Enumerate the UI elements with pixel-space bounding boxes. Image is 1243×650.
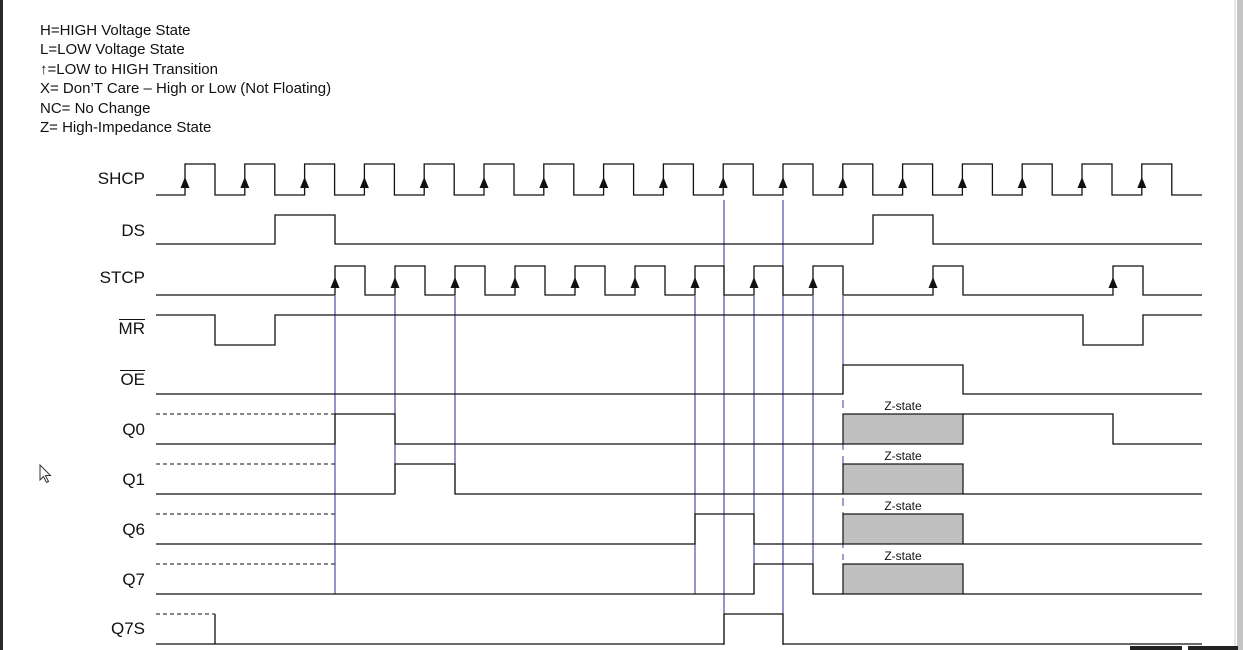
q6-z-state-label: Z-state <box>884 499 922 513</box>
signal-label-ds: DS <box>121 221 145 240</box>
signal-label-stcp: STCP <box>99 268 145 287</box>
shcp-rising-arrow-13 <box>957 177 967 188</box>
stcp-rising-arrow-3 <box>510 277 520 288</box>
legend-transition: ↑=LOW to HIGH Transition <box>40 60 218 78</box>
signal-label-mr: MR <box>118 319 145 338</box>
shcp-rising-arrow-15 <box>1077 177 1087 188</box>
q1-z-state-label: Z-state <box>884 449 922 463</box>
legend-low: L=LOW Voltage State <box>40 41 185 59</box>
ds-waveform <box>156 214 1202 245</box>
q0-waveform-b <box>963 413 1202 445</box>
stcp-rising-arrow-8 <box>808 277 818 288</box>
shcp-rising-arrow-2 <box>300 177 310 188</box>
stcp-rising-arrow-9 <box>928 277 938 288</box>
q1-waveform-a <box>156 463 843 495</box>
stcp-rising-arrow-6 <box>690 277 700 288</box>
signal-label-q7s: Q7S <box>110 619 145 638</box>
q7-waveform-a <box>156 563 843 595</box>
shcp-rising-arrow-11 <box>838 177 848 188</box>
q0-z-state-label: Z-state <box>884 399 922 413</box>
shcp-rising-arrow-7 <box>599 177 609 188</box>
signal-label-q7: Q7 <box>122 570 145 589</box>
shcp-rising-arrow-8 <box>658 177 668 188</box>
mouse-pointer-icon <box>39 464 52 484</box>
stcp-rising-arrow-7 <box>749 277 759 288</box>
shcp-rising-arrow-14 <box>1017 177 1027 188</box>
shcp-rising-arrow-4 <box>419 177 429 188</box>
window-right-edge <box>1237 0 1243 650</box>
shcp-rising-arrow-5 <box>479 177 489 188</box>
q0-waveform-a <box>156 413 843 445</box>
marker-lines <box>334 200 844 645</box>
shcp-rising-arrow-3 <box>359 177 369 188</box>
q6-z-state-box <box>842 513 964 545</box>
signal-label-shcp: SHCP <box>97 169 145 188</box>
shcp-rising-arrow-12 <box>898 177 908 188</box>
window-right-edge-inner <box>1234 0 1236 650</box>
q6-waveform-a <box>156 513 843 545</box>
signal-label-oe: OE <box>120 370 145 389</box>
legend: H=HIGH Voltage State L=LOW Voltage State… <box>40 21 331 137</box>
waveforms <box>156 163 1202 645</box>
stcp-rising-arrow-0 <box>330 277 340 288</box>
shcp-waveform <box>156 163 1202 196</box>
stcp-waveform <box>156 265 1202 296</box>
stcp-rising-arrow-4 <box>570 277 580 288</box>
shcp-rising-arrow-0 <box>180 177 190 188</box>
shcp-rising-arrow-16 <box>1137 177 1147 188</box>
legend-no-change: NC= No Change <box>40 99 151 117</box>
stcp-rising-arrow-1 <box>390 277 400 288</box>
legend-high-impedance: Z= High-Impedance State <box>40 119 212 137</box>
q0-z-state-box <box>842 413 964 445</box>
stcp-rising-arrow-10 <box>1108 277 1118 288</box>
q7-z-state-box <box>842 563 964 595</box>
stcp-rising-arrow-5 <box>630 277 640 288</box>
signal-label-q6: Q6 <box>122 520 145 539</box>
signal-label-q0: Q0 <box>122 420 145 439</box>
oe-waveform <box>156 364 1202 395</box>
mr-waveform <box>156 314 1202 346</box>
signal-label-q1: Q1 <box>122 470 145 489</box>
shcp-rising-arrow-9 <box>718 177 728 188</box>
q1-z-state-box <box>842 463 964 495</box>
shcp-rising-arrow-10 <box>778 177 788 188</box>
shcp-rising-arrow-1 <box>240 177 250 188</box>
stcp-rising-arrow-2 <box>450 277 460 288</box>
previous-state-dashes <box>156 413 335 615</box>
rising-edge-arrows <box>180 177 1147 288</box>
legend-dont-care: X= Don’T Care – High or Low (Not Floatin… <box>40 80 332 98</box>
q7s-waveform <box>214 613 1202 645</box>
window-bottom-bar-right <box>1188 646 1238 650</box>
legend-high: H=HIGH Voltage State <box>40 22 191 39</box>
q7-z-state-label: Z-state <box>884 549 922 563</box>
window-bottom-bar-left <box>1130 646 1182 650</box>
window-left-edge <box>0 0 3 650</box>
shcp-rising-arrow-6 <box>539 177 549 188</box>
